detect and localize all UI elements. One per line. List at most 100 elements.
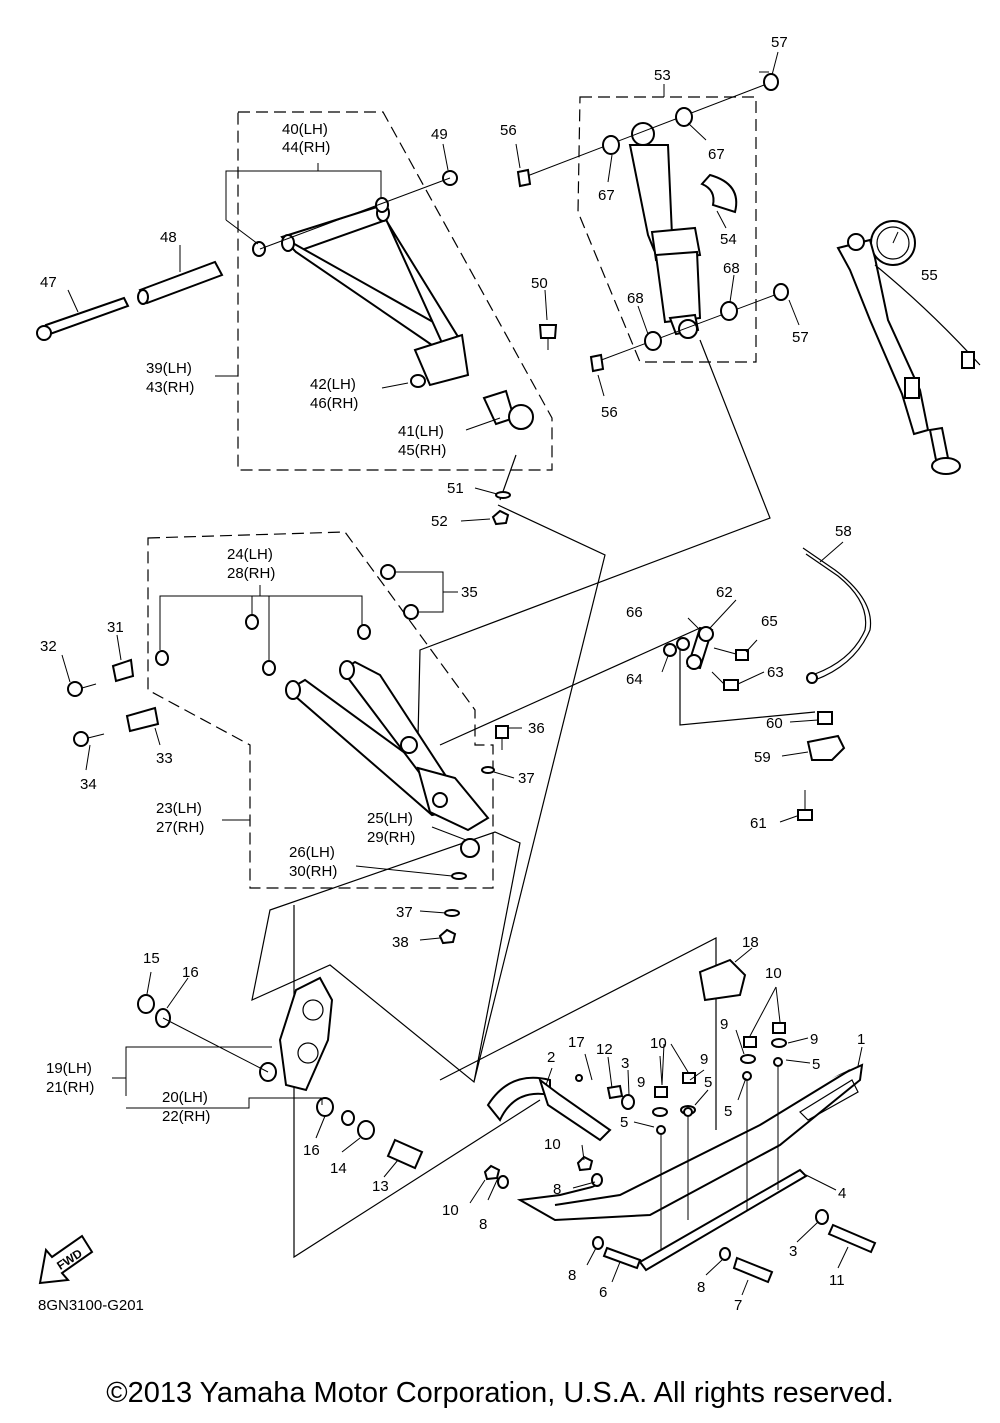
lower-arm-group-outline bbox=[147, 531, 494, 889]
callout-32: 32 bbox=[40, 638, 57, 655]
callout-33: 33 bbox=[156, 750, 173, 767]
callout-41-lh: 41(LH) bbox=[398, 423, 444, 440]
callout-9: 9 bbox=[720, 1016, 728, 1033]
callout-16: 16 bbox=[303, 1142, 320, 1159]
callout-57: 57 bbox=[771, 34, 788, 51]
callout-14: 14 bbox=[330, 1160, 347, 1177]
callout-3: 3 bbox=[789, 1243, 797, 1260]
callout-67: 67 bbox=[598, 187, 615, 204]
callout-57: 57 bbox=[792, 329, 809, 346]
stabilizer-bar bbox=[797, 547, 872, 821]
callout-42-lh: 42(LH) bbox=[310, 376, 356, 393]
callout-10: 10 bbox=[544, 1136, 561, 1153]
callout-4: 4 bbox=[838, 1185, 846, 1202]
callout-44-rh: 44(RH) bbox=[282, 139, 330, 156]
callout-12: 12 bbox=[596, 1041, 613, 1058]
callout-27-rh: 27(RH) bbox=[156, 819, 204, 836]
callout-5: 5 bbox=[620, 1114, 628, 1131]
callout-15: 15 bbox=[143, 950, 160, 967]
callout-5: 5 bbox=[724, 1103, 732, 1120]
ball-joint bbox=[410, 324, 558, 526]
callout-labels: 57 53 56 67 67 54 68 68 57 56 55 40(LH) … bbox=[40, 34, 938, 1314]
callout-56: 56 bbox=[601, 404, 618, 421]
shock-absorber bbox=[628, 122, 738, 339]
connection-line bbox=[439, 627, 701, 746]
callout-36: 36 bbox=[528, 720, 545, 737]
callout-39-lh: 39(LH) bbox=[146, 360, 192, 377]
callout-18: 18 bbox=[742, 934, 759, 951]
upper-a-arm bbox=[280, 204, 470, 387]
callout-60: 60 bbox=[766, 715, 783, 732]
callout-46-rh: 46(RH) bbox=[310, 395, 358, 412]
callout-10: 10 bbox=[765, 965, 782, 982]
callout-59: 59 bbox=[754, 749, 771, 766]
callout-24-lh: 24(LH) bbox=[227, 546, 273, 563]
upper-arm-bushing bbox=[252, 170, 458, 257]
callout-50: 50 bbox=[531, 275, 548, 292]
callout-6: 6 bbox=[599, 1284, 607, 1301]
callout-8: 8 bbox=[697, 1279, 705, 1296]
callout-65: 65 bbox=[761, 613, 778, 630]
upper-arm-group-outline bbox=[237, 111, 553, 471]
connection-line bbox=[417, 339, 771, 739]
callout-37: 37 bbox=[396, 904, 413, 921]
callout-51: 51 bbox=[447, 480, 464, 497]
callout-55: 55 bbox=[921, 267, 938, 284]
callout-61: 61 bbox=[750, 815, 767, 832]
callout-63: 63 bbox=[767, 664, 784, 681]
callout-28-rh: 28(RH) bbox=[227, 565, 275, 582]
callout-22-rh: 22(RH) bbox=[162, 1108, 210, 1125]
callout-26-lh: 26(LH) bbox=[289, 844, 335, 861]
callout-67: 67 bbox=[708, 146, 725, 163]
ski-hardware bbox=[483, 1022, 877, 1284]
callout-40-lh: 40(LH) bbox=[282, 121, 328, 138]
callout-10: 10 bbox=[650, 1035, 667, 1052]
callout-30-rh: 30(RH) bbox=[289, 863, 337, 880]
callout-23-lh: 23(LH) bbox=[156, 800, 202, 817]
callout-9: 9 bbox=[700, 1051, 708, 1068]
callout-35: 35 bbox=[461, 584, 478, 601]
lower-arm-bushing bbox=[67, 564, 509, 945]
callout-17: 17 bbox=[568, 1034, 585, 1051]
callout-49: 49 bbox=[431, 126, 448, 143]
stabilizer-link bbox=[663, 626, 749, 691]
callout-25-lh: 25(LH) bbox=[367, 810, 413, 827]
callout-43-rh: 43(RH) bbox=[146, 379, 194, 396]
shock-gauge-tool bbox=[836, 220, 981, 475]
callout-20-lh: 20(LH) bbox=[162, 1089, 208, 1106]
forward-arrow-icon: FWD bbox=[38, 1234, 94, 1285]
callout-3: 3 bbox=[621, 1055, 629, 1072]
callout-68: 68 bbox=[723, 260, 740, 277]
callout-5: 5 bbox=[704, 1074, 712, 1091]
callout-1: 1 bbox=[857, 1031, 865, 1048]
callout-11: 11 bbox=[829, 1272, 845, 1289]
callout-68: 68 bbox=[627, 290, 644, 307]
callout-34: 34 bbox=[80, 776, 97, 793]
callout-58: 58 bbox=[835, 523, 852, 540]
callout-9: 9 bbox=[637, 1074, 645, 1091]
callout-19-lh: 19(LH) bbox=[46, 1060, 92, 1077]
callout-47: 47 bbox=[40, 274, 57, 291]
drawing-code: 8GN3100-G201 bbox=[38, 1297, 144, 1314]
callout-8: 8 bbox=[553, 1181, 561, 1198]
callout-29-rh: 29(RH) bbox=[367, 829, 415, 846]
callout-45-rh: 45(RH) bbox=[398, 442, 446, 459]
ski-spindle bbox=[137, 976, 424, 1170]
callout-54: 54 bbox=[720, 231, 737, 248]
callout-66: 66 bbox=[626, 604, 643, 621]
copyright-notice: ©2013 Yamaha Motor Corporation, U.S.A. A… bbox=[106, 1377, 894, 1409]
connection-line bbox=[251, 504, 606, 1084]
lower-a-arm bbox=[285, 660, 490, 858]
callout-48: 48 bbox=[160, 229, 177, 246]
callout-13: 13 bbox=[372, 1178, 389, 1195]
callout-9: 9 bbox=[810, 1031, 818, 1048]
leader-lines bbox=[61, 51, 863, 1296]
callout-64: 64 bbox=[626, 671, 643, 688]
callout-38: 38 bbox=[392, 934, 409, 951]
callout-21-rh: 21(RH) bbox=[46, 1079, 94, 1096]
callout-37: 37 bbox=[518, 770, 535, 787]
callout-5: 5 bbox=[812, 1056, 820, 1073]
connection-line bbox=[293, 905, 541, 1259]
connection-line bbox=[679, 650, 816, 726]
